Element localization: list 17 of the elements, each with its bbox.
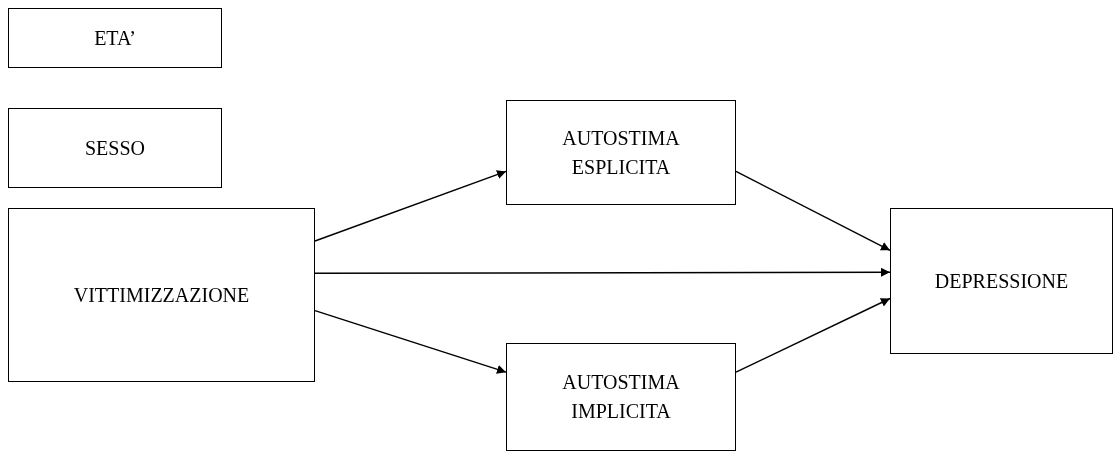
arrow [314,170,507,242]
variable-box [8,208,315,382]
variable-label: DEPRESSIONE [933,268,1070,294]
variable-label: SESSO [84,135,146,161]
arrow [735,170,891,252]
variable-label: VITTIMIZZAZIONE [72,282,251,308]
variable-box [8,8,222,68]
variable-box [506,100,736,205]
variable-box [890,208,1113,354]
variable-label: ETA’ [93,25,137,51]
arrow [314,309,507,374]
variable-box [506,343,736,451]
arrow [314,267,891,277]
variable-label: AUTOSTIMA ESPLICITA [561,125,681,180]
variable-label: AUTOSTIMA IMPLICITA [561,370,681,424]
variable-box [8,108,222,188]
arrow [735,297,891,373]
